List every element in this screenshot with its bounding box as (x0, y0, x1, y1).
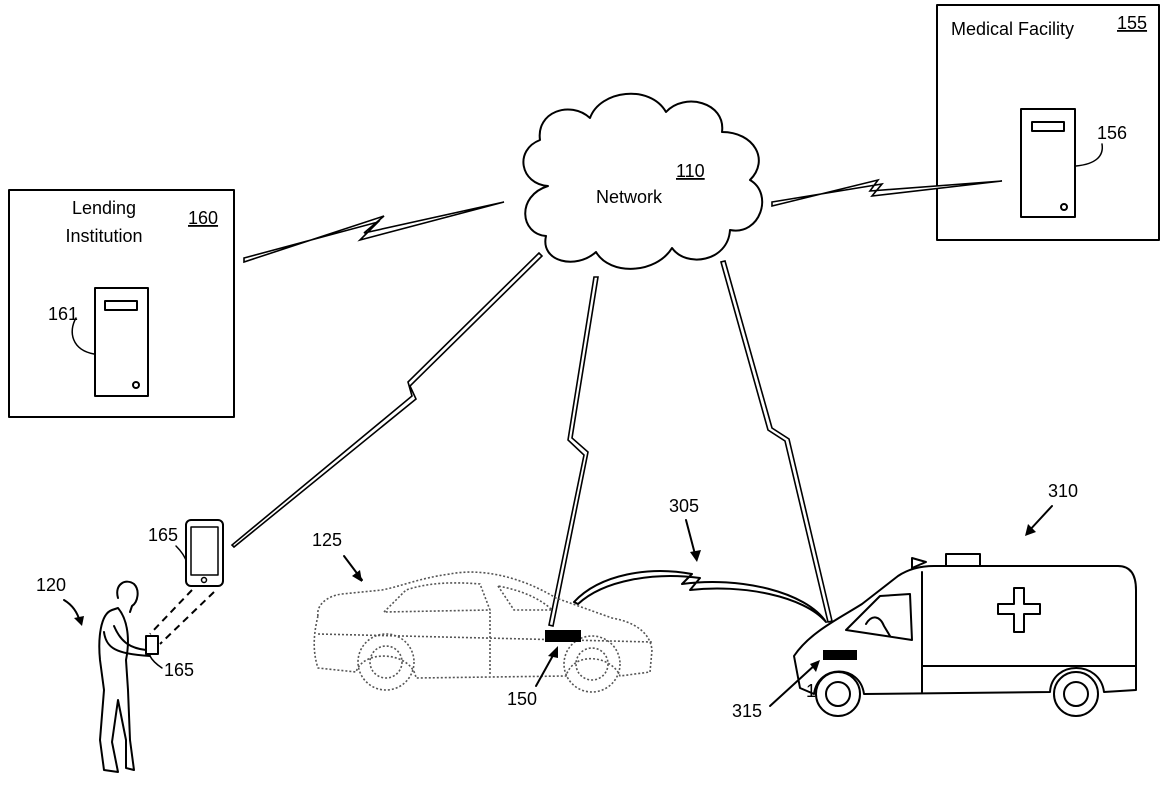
person-ref-arrowhead (74, 616, 84, 626)
link-lending (244, 202, 504, 262)
lending-institution-ref: 160 (188, 208, 218, 228)
link-medical (772, 180, 1002, 206)
medical-server-leader (1076, 144, 1102, 166)
person-figure (99, 582, 158, 772)
lending-institution: Lending Institution 160 161 (9, 190, 234, 417)
phone-ref: 165 (148, 525, 178, 545)
car-telematics-device (545, 630, 581, 642)
handheld-phone-ref: 165 (164, 660, 194, 680)
link-ref-arrowhead (690, 550, 701, 562)
car-ref: 125 (312, 530, 342, 550)
lending-server-icon (95, 288, 148, 396)
phone-leader (176, 546, 186, 560)
handheld-phone-leader (150, 656, 162, 668)
person-ref: 120 (36, 575, 66, 595)
lending-institution-label-line2: Institution (65, 226, 142, 246)
car-device-arrowhead (548, 646, 558, 658)
link-phone (232, 253, 542, 547)
car-device-ref: 150 (507, 689, 537, 709)
ambulance-partial-ref: 1 (806, 681, 816, 701)
phone-view-line-2 (160, 592, 214, 644)
medical-facility: Medical Facility 155 156 (937, 5, 1159, 240)
medical-facility-ref: 155 (1117, 13, 1147, 33)
network-ref: 110 (676, 161, 705, 181)
ambulance-device-ref: 315 (732, 701, 762, 721)
network-label: Network (596, 187, 663, 207)
lending-server-ref: 161 (48, 304, 78, 324)
medical-server-ref: 156 (1097, 123, 1127, 143)
network-cloud: Network 110 (523, 94, 762, 269)
ambulance-device-arrowhead (810, 660, 820, 672)
link-car (549, 277, 598, 626)
link-ambulance (721, 261, 832, 622)
medical-facility-label: Medical Facility (951, 19, 1074, 39)
ambulance-drawing (794, 554, 1136, 716)
medical-server-icon (1021, 109, 1075, 217)
link-ref: 305 (669, 496, 699, 516)
ambulance-ref: 310 (1048, 481, 1078, 501)
lending-institution-label-line1: Lending (72, 198, 136, 218)
smartphone-icon (186, 520, 223, 586)
ambulance-telematics-device (823, 650, 857, 660)
phone-view-line-1 (150, 590, 192, 634)
link-car-ambulance (574, 571, 826, 622)
